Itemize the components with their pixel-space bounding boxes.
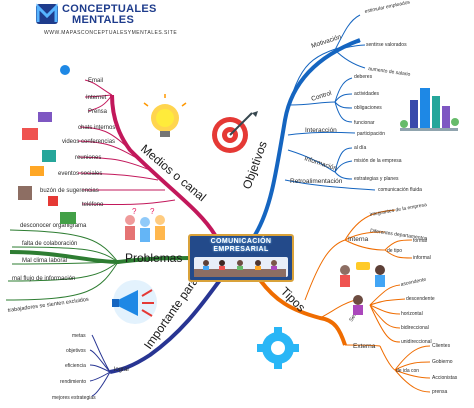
importante-item-objetivos: objetivos (66, 348, 86, 354)
objetivos-item-fluida: comunicación fluida (378, 187, 422, 193)
problemas-item-5: trabajadores se sienten excluidos (7, 297, 89, 314)
tipos-group-externa: Externa (353, 343, 376, 350)
tipos-item-horizontal: horizontal (401, 311, 423, 317)
importante-item-metas: metas (72, 333, 86, 339)
meeting-people-icon (194, 257, 288, 277)
objetivos-item-obligaciones: obligaciones (354, 105, 382, 111)
medios-lines (77, 79, 176, 206)
problemas-item-1: desconocer organigrama (20, 223, 87, 229)
objetivos-item-salario: aumento de salario (368, 66, 411, 78)
objetivos-labels: Motivación Control Interacción Informaci… (290, 0, 422, 193)
medios-item-eventos: eventos sociales (58, 171, 102, 177)
objetivos-group-informacion: Información (303, 155, 338, 172)
medios-item-telefono: teléfono (82, 202, 104, 208)
svg-text:?: ? (150, 207, 155, 216)
center-title-line2: EMPRESARIAL (213, 246, 269, 253)
problemas-item-3: Mal clima laboral (22, 258, 67, 264)
branch-label-objetivos: Objetivos (240, 139, 270, 191)
importante-item-eficiencia: eficiencia (65, 363, 86, 369)
medios-item-reuniones: reuniones (75, 155, 101, 161)
tipos-lines (304, 209, 431, 393)
lightbulb-icon (143, 94, 187, 137)
svg-text:?: ? (132, 207, 137, 216)
objetivos-item-aldia: al día (354, 145, 366, 151)
importante-item-rendimiento: rendimiento (60, 379, 86, 385)
center-title-line1: COMUNICACIÓN (210, 238, 272, 245)
importante-lines (89, 334, 111, 397)
objetivos-item-estimular: estimular empleados (364, 0, 411, 15)
chat-people-icon (340, 262, 385, 315)
media-icons (18, 65, 76, 224)
objetivos-item-valorados: sentirse valorados (366, 42, 407, 48)
objetivos-lines (284, 14, 376, 191)
problemas-item-4: mal flujo de información (12, 276, 75, 282)
tipos-item-unidireccional: unidireccional (401, 339, 432, 345)
brand-logo-icon (36, 3, 58, 24)
tipos-item-clientes: Clientes (432, 343, 451, 349)
medios-items: Email Internet Prensa chats internos vid… (40, 78, 115, 208)
medios-item-buzon: buzón de sugerencias (40, 188, 99, 194)
tipos-item-detipo: de tipo (387, 248, 402, 254)
brand-header: CONCEPTUALES MENTALES WWW.MAPASCONCEPTUA… (10, 2, 177, 42)
branch-line-tipos (258, 278, 347, 346)
importante-items: metas objetivos eficiencia rendimiento m… (52, 333, 129, 401)
objetivos-item-mision: misión de la empresa (354, 158, 402, 164)
people-icon: ? ? (125, 207, 165, 242)
tipos-item-formal: formal (413, 238, 427, 244)
medios-item-chats: chats internos (78, 125, 115, 131)
tipos-item-bidireccional: bidireccional (401, 325, 429, 331)
tipos-item-prensa: prensa (432, 389, 448, 395)
brand-name-line1: CONCEPTUALES (62, 3, 157, 15)
problemas-lines (5, 229, 119, 301)
branch-label-problemas: Problemas (125, 251, 182, 265)
center-node: COMUNICACIÓN EMPRESARIAL (188, 234, 294, 282)
tipos-item-ascendente: ascendente (400, 277, 427, 288)
branch-line-importante (109, 278, 222, 374)
objetivos-item-estrategias: estrategias y planes (354, 176, 399, 182)
medios-item-videos: videos conferencias (62, 139, 115, 145)
target-icon (212, 111, 258, 153)
megaphone-icon (112, 280, 157, 324)
gear-icon (257, 327, 299, 369)
tipos-item-gobierno: Gobierno (432, 359, 453, 365)
medios-item-prensa: Prensa (88, 109, 108, 115)
building-icon (400, 88, 459, 131)
tipos-item-deidacon: de ida con (396, 368, 419, 374)
tipos-item-integrantes: integrantes de la empresa (369, 202, 427, 218)
brand-url: WWW.MAPASCONCEPTUALESYMENTALES.SITE (44, 30, 178, 36)
branch-label-medios: Medios o canal (138, 142, 209, 205)
center-title: COMUNICACIÓN EMPRESARIAL (190, 238, 292, 254)
tipos-item-informal: informal (413, 255, 431, 261)
importante-item-estrategias: mejores estrategias (52, 395, 96, 401)
medios-item-email: Email (88, 78, 103, 84)
brand-name-line2: MENTALES (72, 14, 135, 26)
objetivos-item-participacion: participación (357, 131, 385, 137)
objetivos-group-interaccion: Interacción (305, 127, 337, 134)
objetivos-item-actividades: actividades (354, 91, 380, 97)
objetivos-group-control: Control (310, 90, 333, 103)
tipos-item-accionistas: Accionistas (432, 375, 458, 381)
tipos-item-descendente: descendente (406, 296, 435, 302)
objetivos-group-motivacion: Motivación (310, 34, 342, 50)
problemas-item-2: falta de colaboración (22, 241, 77, 247)
medios-item-internet: Internet (86, 95, 107, 101)
tipos-group-interna: Interna (348, 236, 369, 243)
meeting-illustration-icon (194, 260, 286, 277)
objetivos-item-funcionar: funcionar (354, 120, 375, 126)
branch-line-objetivos (253, 38, 361, 237)
objetivos-group-retro: Retroalimentación (290, 178, 343, 185)
objetivos-item-deberes: deberes (354, 74, 373, 80)
importante-sub-lograr: lograr (114, 367, 129, 373)
